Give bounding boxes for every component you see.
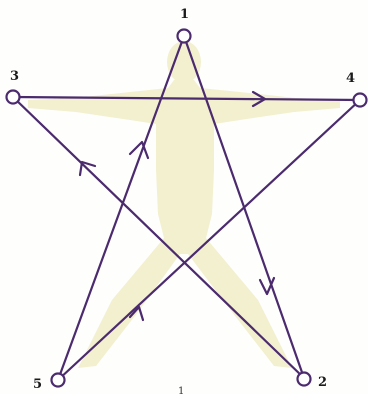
vertex-label-1: 1 <box>180 7 189 22</box>
stray-mark: 1 <box>178 386 184 394</box>
human-figure-silhouette <box>28 41 340 368</box>
vertex-2 <box>298 373 311 386</box>
vertex-label-4: 4 <box>346 71 355 86</box>
vertex-5 <box>52 374 65 387</box>
vertex-label-3: 3 <box>10 69 19 84</box>
vertex-4 <box>354 94 367 107</box>
vertex-label-5: 5 <box>33 377 42 392</box>
figure-head <box>167 41 201 83</box>
vertex-1 <box>178 30 191 43</box>
vertex-label-2: 2 <box>318 375 327 390</box>
vertex-3 <box>7 91 20 104</box>
figure-body <box>28 80 340 368</box>
